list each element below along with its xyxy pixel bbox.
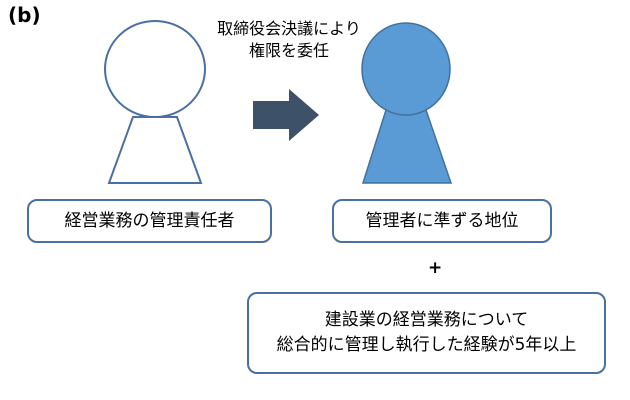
experience-requirement-box: 建設業の経営業務について 総合的に管理し執行した経験が5年以上	[247, 292, 606, 374]
arrow-caption: 取締役会決議により 権限を委任	[194, 18, 384, 61]
manager-role-label: 経営業務の管理責任者	[64, 210, 235, 231]
person-filled-head	[361, 22, 451, 116]
arrow-caption-line-2: 権限を委任	[248, 40, 329, 60]
manager-role-box: 経営業務の管理責任者	[27, 199, 272, 243]
arrow-caption-line-1: 取締役会決議により	[217, 19, 361, 38]
person-filled-figure	[361, 22, 453, 184]
panel-label: (b)	[8, 3, 41, 27]
person-outline-head	[104, 20, 206, 118]
experience-line-2: 総合的に管理し執行した経験が5年以上	[276, 335, 577, 355]
right-arrow-icon	[253, 89, 319, 141]
person-filled-body	[361, 109, 453, 184]
person-outline-figure	[104, 20, 206, 184]
equivalent-position-label: 管理者に準ずる地位	[365, 210, 519, 231]
equivalent-position-box: 管理者に準ずる地位	[332, 199, 552, 243]
person-outline-body	[107, 116, 203, 184]
plus-sign: +	[428, 258, 443, 278]
experience-line-1: 建設業の経営業務について	[324, 310, 529, 331]
